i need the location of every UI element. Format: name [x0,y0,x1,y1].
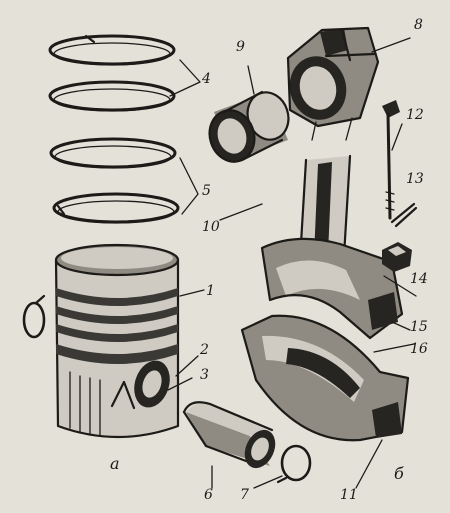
label-6: 6 [204,487,213,503]
cotter-pin [390,202,418,228]
label-3: 3 [200,367,209,383]
label-10: 10 [202,219,220,235]
label-8: 8 [414,17,423,33]
piston-ring-top [48,34,176,66]
castle-nut [382,242,412,272]
label-1: 1 [206,283,215,299]
label-9: 9 [236,39,245,55]
connecting-rod-small-end [286,26,380,128]
sub-figure-label-a: а [110,454,120,473]
piston-ring-second [48,80,176,112]
oil-scraper-ring-bottom [52,192,180,224]
oil-scraper-ring-top [49,137,177,169]
label-14: 14 [410,271,428,287]
piston [54,243,180,439]
piston-pin [182,401,276,469]
big-end-cap [240,314,410,442]
connecting-rod-shank [298,117,353,262]
leader-lines [167,37,417,489]
connecting-rod-bolt [382,100,400,220]
label-5: 5 [202,183,211,199]
label-2: 2 [200,342,209,358]
connecting-rod-big-end [260,237,404,340]
sub-figure-label-b: б [394,464,404,483]
small-end-bushing [208,90,290,163]
label-12: 12 [406,107,424,123]
label-4: 4 [202,71,211,87]
retaining-ring-left [22,294,46,339]
retaining-ring-right [276,444,312,484]
label-7: 7 [240,487,249,503]
label-11: 11 [340,487,358,503]
label-13: 13 [406,171,424,187]
label-16: 16 [410,341,428,357]
label-15: 15 [410,319,428,335]
